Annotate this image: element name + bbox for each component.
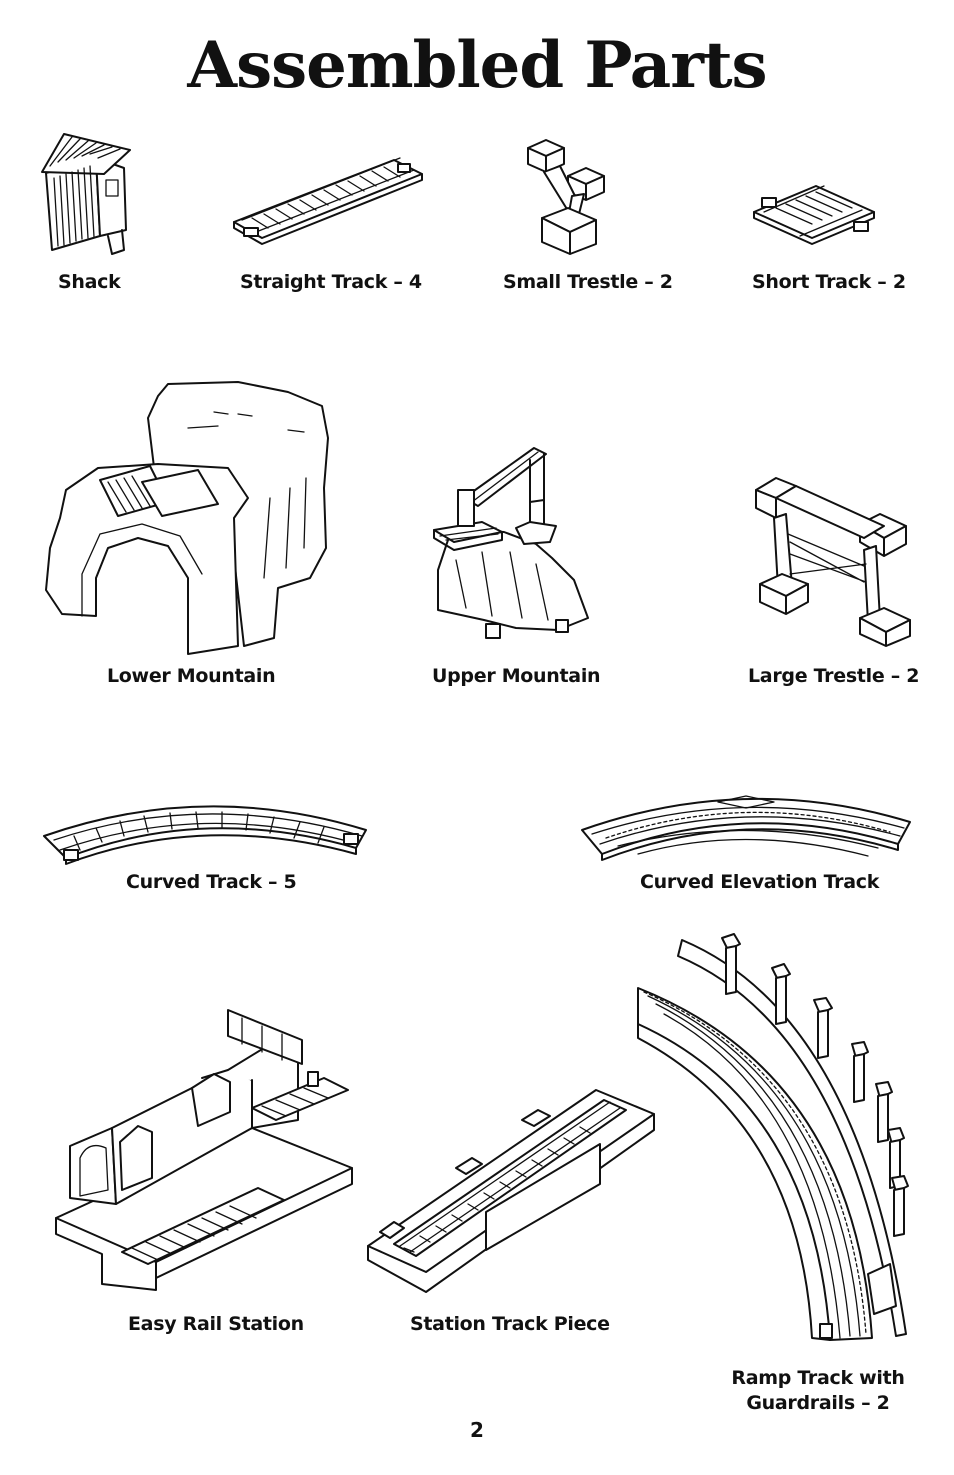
small-trestle-icon bbox=[527, 139, 605, 255]
part-label-ramp-track-line1: Ramp Track with bbox=[731, 1367, 905, 1389]
part-label-curved-track: Curved Track – 5 bbox=[126, 871, 297, 893]
lower-mountain-icon bbox=[45, 381, 329, 655]
page-number: 2 bbox=[470, 1418, 484, 1442]
part-label-upper-mountain: Upper Mountain bbox=[432, 665, 601, 687]
part-label-curved-elevation-track: Curved Elevation Track bbox=[640, 871, 880, 893]
part-label-large-trestle: Large Trestle – 2 bbox=[748, 665, 920, 687]
part-label-shack: Shack bbox=[58, 271, 121, 293]
part-label-lower-mountain: Lower Mountain bbox=[107, 665, 276, 687]
straight-track-icon bbox=[233, 157, 423, 245]
easy-rail-station-icon bbox=[55, 1009, 353, 1291]
part-label-small-trestle: Small Trestle – 2 bbox=[503, 271, 673, 293]
part-label-ramp-track-line2: Guardrails – 2 bbox=[746, 1392, 890, 1414]
part-label-station-track-piece: Station Track Piece bbox=[410, 1313, 610, 1335]
short-track-icon bbox=[753, 185, 875, 245]
station-track-piece-icon bbox=[367, 1089, 655, 1293]
part-label-easy-rail-station: Easy Rail Station bbox=[128, 1313, 304, 1335]
part-label-ramp-track: Ramp Track with Guardrails – 2 bbox=[700, 1366, 936, 1416]
large-trestle-icon bbox=[755, 477, 911, 647]
part-label-straight-track: Straight Track – 4 bbox=[240, 271, 422, 293]
shack-icon bbox=[41, 133, 131, 255]
curved-elevation-track-icon bbox=[581, 795, 911, 861]
ramp-track-icon bbox=[637, 933, 909, 1341]
curved-track-icon bbox=[43, 805, 367, 865]
page-title: Assembled Parts bbox=[187, 28, 767, 103]
part-label-short-track: Short Track – 2 bbox=[752, 271, 906, 293]
upper-mountain-icon bbox=[433, 447, 589, 639]
